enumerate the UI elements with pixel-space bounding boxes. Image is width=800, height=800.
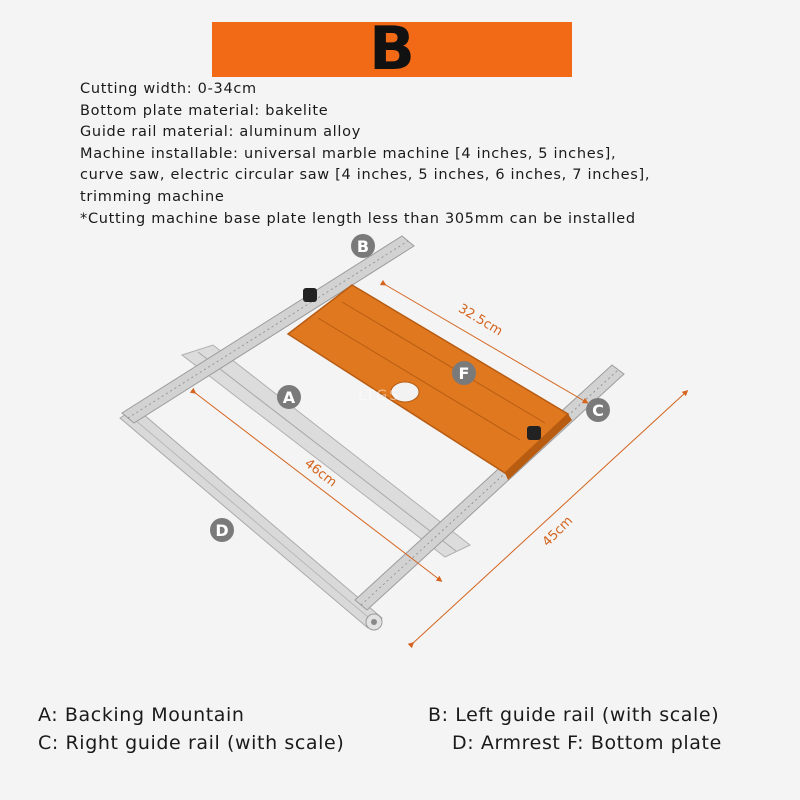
marker-d: D	[210, 518, 234, 542]
marker-b: B	[351, 234, 375, 258]
marker-c: C	[586, 398, 610, 422]
svg-text:C: C	[592, 401, 604, 420]
marker-f: F	[452, 361, 476, 385]
title-banner: B	[212, 14, 572, 84]
legend-a: A: Backing Mountain	[38, 704, 245, 726]
legend-c: C: Right guide rail (with scale)	[38, 732, 345, 754]
dimension-rail-label: 45cm	[540, 513, 576, 549]
spec-machine-installable-end: trimming machine	[80, 188, 225, 205]
svg-text:B: B	[357, 237, 369, 256]
banner-letter: B	[369, 14, 415, 84]
parts-legend: A: Backing Mountain B: Left guide rail (…	[0, 700, 800, 770]
specification-list: Cutting width: 0-34cm Bottom plate mater…	[80, 79, 760, 230]
legend-d-f: D: Armrest F: Bottom plate	[452, 732, 722, 754]
svg-text:A: A	[283, 388, 296, 407]
spec-machine-installable-cont: curve saw, electric circular saw [4 inch…	[80, 167, 651, 184]
spec-cutting-width: Cutting width: 0-34cm	[80, 81, 257, 97]
spec-base-plate-note: *Cutting machine base plate length less …	[80, 210, 636, 227]
svg-text:F: F	[459, 364, 470, 383]
knob-icon	[527, 426, 541, 440]
dimension-plate-label: 32.5cm	[455, 301, 505, 339]
spec-guide-rail-material: Guide rail material: aluminum alloy	[80, 124, 361, 141]
dimension-backing-length: 46cm	[189, 387, 443, 582]
knob-icon	[303, 288, 317, 302]
legend-b: B: Left guide rail (with scale)	[428, 704, 720, 726]
spec-machine-installable: Machine installable: universal marble ma…	[80, 145, 617, 162]
armrest-bar	[119, 407, 383, 631]
spec-bottom-plate-material: Bottom plate material: bakelite	[80, 102, 329, 119]
svg-text:D: D	[215, 521, 228, 540]
watermark-logo: LTGS	[358, 388, 400, 404]
marker-a: A	[277, 385, 301, 409]
